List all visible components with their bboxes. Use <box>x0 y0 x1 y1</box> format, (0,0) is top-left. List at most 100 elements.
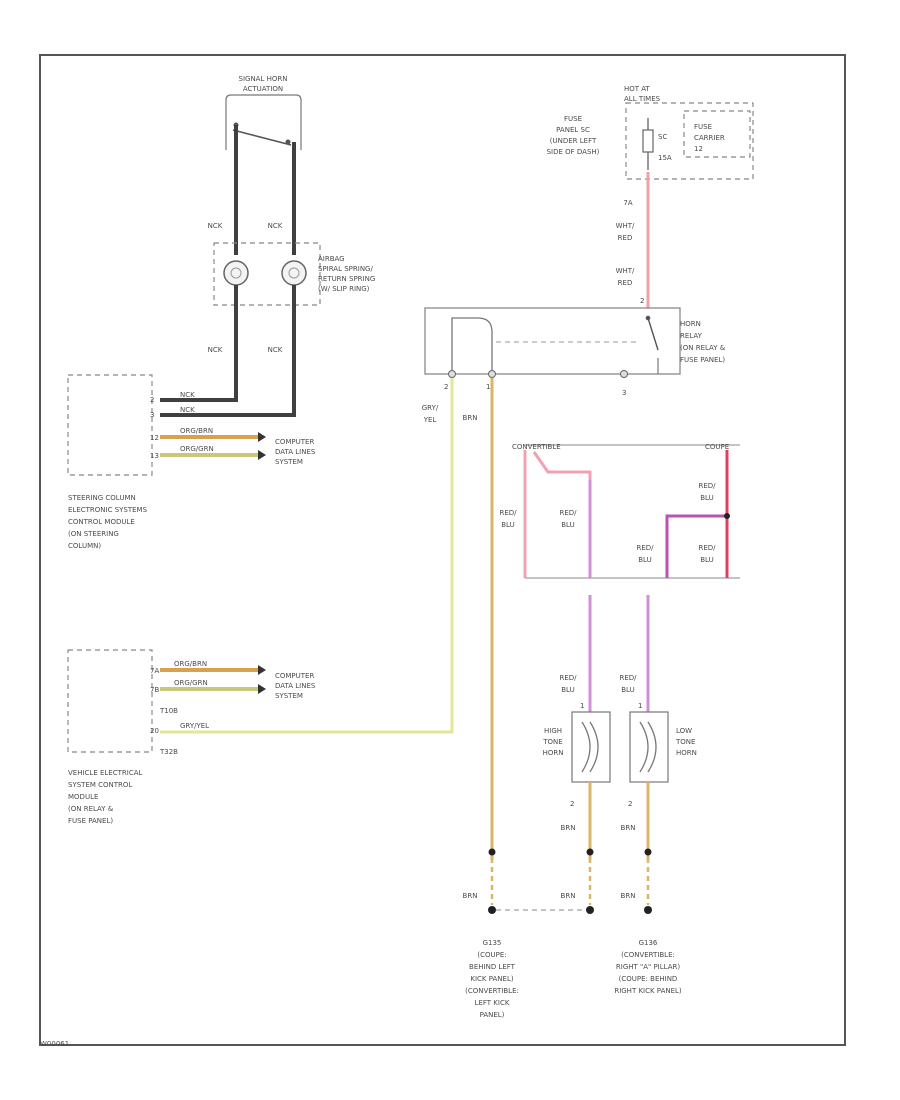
scm-wire-label-1: NCK <box>180 391 195 399</box>
hot-label-2: ALL TIMES <box>624 95 661 103</box>
signal-horn-actuation-switch: SIGNAL HORN ACTUATION <box>225 75 302 150</box>
vesm-wire-label-2: ORG/GRN <box>174 679 208 687</box>
scm-wire-label-3: ORG/BRN <box>180 427 213 435</box>
vesm-label-3: MODULE <box>68 793 98 801</box>
connector-icon <box>586 848 594 856</box>
airbag-label-2: SPIRAL SPRING/ <box>318 265 373 273</box>
gry-yel-label-1: GRY/ <box>422 404 439 412</box>
brn-label-relay: BRN <box>463 414 478 422</box>
data-lines-1-label-3: SYSTEM <box>275 458 303 466</box>
scm-pin-2: 2 <box>150 396 154 404</box>
relay-label-4: FUSE PANEL) <box>680 356 725 364</box>
wht-red-label-4: RED <box>618 279 633 287</box>
high-horn-label-1: HIGH <box>544 727 562 735</box>
vesm-pin-2: 7B <box>150 686 159 694</box>
diagram-frame <box>39 54 846 1046</box>
red-blu-label-1a: RED/ <box>499 509 517 517</box>
fuse-panel-label-4: SIDE OF DASH) <box>547 148 600 156</box>
horn-relay: HORN RELAY (ON RELAY & FUSE PANEL) 2 1 2… <box>424 297 726 397</box>
g136-line-2: (CONVERTIBLE: <box>621 951 675 959</box>
ground-g136-label: G136 (CONVERTIBLE: RIGHT "A" PILLAR) (CO… <box>614 939 682 995</box>
fuse-number: SC <box>658 133 667 141</box>
low-horn-label-3: HORN <box>676 749 697 757</box>
brn-label-gnd-1: BRN <box>463 892 478 900</box>
red-blu-label-5a: RED/ <box>698 544 716 552</box>
connector-icon <box>644 848 652 856</box>
high-horn-pin-1: 1 <box>580 702 584 710</box>
fuse-panel-label-1: FUSE <box>564 115 582 123</box>
steering-column-module: 2 3 12 13 STEERING COLUMN ELECTRONIC SYS… <box>67 374 159 550</box>
g135-line-4: KICK PANEL) <box>470 975 513 983</box>
fuse-amps: 15A <box>658 154 672 162</box>
wire-nck-lower-left <box>160 285 238 402</box>
low-tone-horn: LOW TONE HORN 1 2 <box>628 702 697 808</box>
airbag-spiral-spring: AIRBAG SPIRAL SPRING/ RETURN SPRING (W/ … <box>213 242 375 306</box>
red-blu-label-5b: BLU <box>700 556 713 564</box>
wht-red-label-1: WHT/ <box>616 222 635 230</box>
g136-line-4: (COUPE: BEHIND <box>619 975 678 983</box>
signal-horn-label-1: SIGNAL HORN <box>239 75 288 83</box>
wht-red-label-2: RED <box>618 234 633 242</box>
g135-line-7: PANEL) <box>480 1011 505 1019</box>
low-horn-label-1: LOW <box>676 727 692 735</box>
fuse-block: HOT AT ALL TIMES FUSE PANEL SC (UNDER LE… <box>547 85 754 180</box>
g135-line-6: LEFT KICK <box>475 999 510 1007</box>
relay-pin-2: 2 <box>444 383 448 391</box>
scm-label-3: CONTROL MODULE <box>68 518 135 526</box>
fuse-carrier-label-1: FUSE <box>694 123 712 131</box>
vesm-pin-1: 7A <box>150 667 159 675</box>
relay-pin-3: 3 <box>622 389 626 397</box>
scm-label-1: STEERING COLUMN <box>68 494 136 502</box>
low-horn-label-2: TONE <box>675 738 695 746</box>
gry-yel-label-2: YEL <box>423 416 437 424</box>
scm-label-4: (ON STEERING <box>68 530 119 538</box>
high-horn-label-2: TONE <box>542 738 562 746</box>
coupe-label: COUPE <box>705 443 729 451</box>
red-blu-label-4a: RED/ <box>636 544 654 552</box>
g136-line-1: G136 <box>639 939 658 947</box>
ground-g135-icon <box>488 906 496 914</box>
red-blu-label-7a: RED/ <box>619 674 637 682</box>
vehicle-electrical-system-module: 7A 7B T10B 20 T32B VEHICLE ELECTRICAL SY… <box>67 649 178 825</box>
scm-label-2: ELECTRONIC SYSTEMS <box>68 506 148 514</box>
vesm-label-4: (ON RELAY & <box>68 805 114 813</box>
wire-label-nck-2: NCK <box>268 222 283 230</box>
airbag-label-4: (W/ SLIP RING) <box>318 285 370 293</box>
red-blu-label-3a: RED/ <box>698 482 716 490</box>
ground-g135-label: G135 (COUPE: BEHIND LEFT KICK PANEL) (CO… <box>465 939 519 1019</box>
g135-line-2: (COUPE: <box>477 951 506 959</box>
vesm-label-2: SYSTEM CONTROL <box>68 781 132 789</box>
wht-red-label-3: WHT/ <box>616 267 635 275</box>
scm-pin-12: 12 <box>150 434 159 442</box>
wire-label-nck-1: NCK <box>208 222 223 230</box>
high-horn-pin-2: 2 <box>570 800 574 808</box>
hot-label-1: HOT AT <box>624 85 651 93</box>
connector-icon <box>488 848 496 856</box>
low-horn-pin-2: 2 <box>628 800 632 808</box>
vesm-label-5: FUSE PANEL) <box>68 817 113 825</box>
high-horn-label-3: HORN <box>543 749 564 757</box>
wire-label-nck-3: NCK <box>208 346 223 354</box>
option-box: CONVERTIBLE COUPE <box>512 443 740 579</box>
high-tone-horn: HIGH TONE HORN 1 2 <box>542 702 611 808</box>
red-blu-label-4b: BLU <box>638 556 651 564</box>
wire-gry-yel <box>160 375 454 734</box>
arrow-icon <box>258 684 266 694</box>
scm-wire-label-4: ORG/GRN <box>180 445 214 453</box>
ground-g136-icon <box>586 906 594 914</box>
scm-wire-label-2: NCK <box>180 406 195 414</box>
airbag-label-3: RETURN SPRING <box>318 275 375 283</box>
ground-g136b-icon <box>644 906 652 914</box>
red-blu-label-2b: BLU <box>561 521 574 529</box>
fuse-carrier-label-2: CARRIER <box>694 134 725 142</box>
arrow-icon <box>258 450 266 460</box>
scm-label-5: COLUMN) <box>68 542 101 550</box>
brn-label-high: BRN <box>561 824 576 832</box>
g136-line-5: RIGHT KICK PANEL) <box>614 987 682 995</box>
brn-label-gnd-2: BRN <box>561 892 576 900</box>
brn-label-low: BRN <box>621 824 636 832</box>
fuse-panel-label-3: (UNDER LEFT <box>550 137 597 145</box>
red-blu-label-1b: BLU <box>501 521 514 529</box>
g135-line-5: (CONVERTIBLE: <box>465 987 519 995</box>
